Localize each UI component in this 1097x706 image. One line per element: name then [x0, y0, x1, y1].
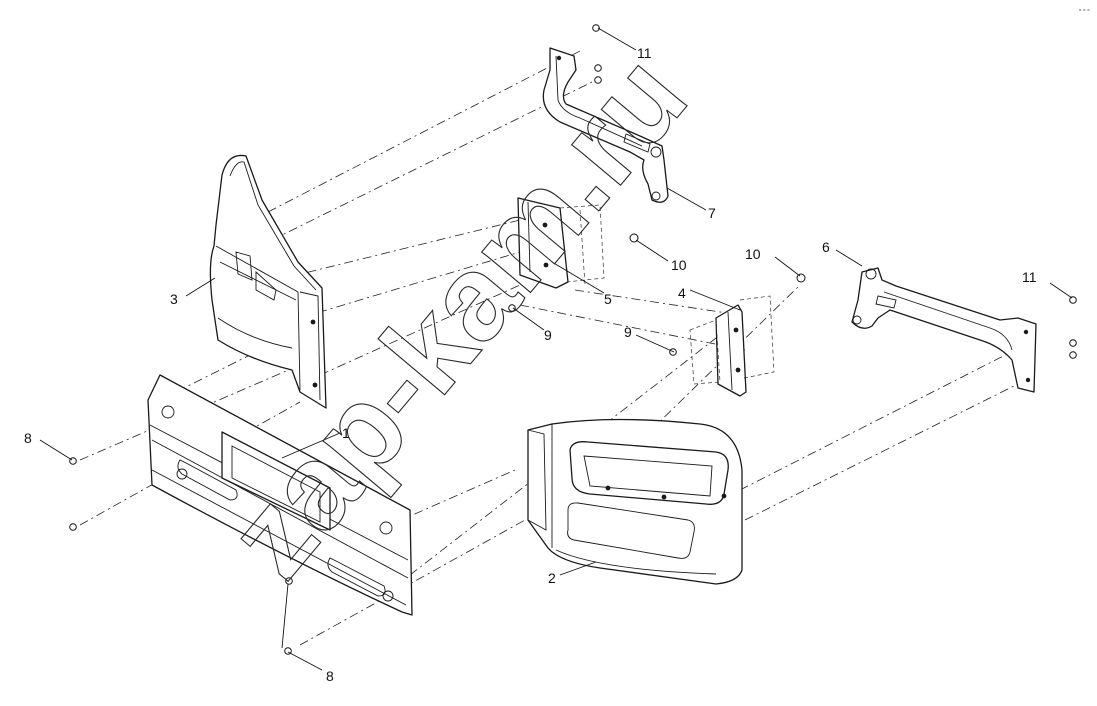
callout-6: 6: [822, 239, 830, 255]
callout-1: 1: [342, 425, 350, 441]
fasteners: [69, 24, 1077, 655]
callout-7: 7: [708, 205, 716, 221]
bolt-11-right-b: [1069, 339, 1077, 347]
nut-10-right: [796, 273, 806, 283]
bolt-8-left-b: [69, 523, 77, 531]
bolt-11-right-c: [1069, 351, 1077, 359]
bolt-11-top-c: [594, 76, 602, 84]
part-2-right-corner-panel: [527, 418, 743, 585]
callout-8-bottom: 8: [326, 668, 334, 684]
bolt-11-right-a: [1069, 296, 1077, 304]
leader-lines: [39, 27, 1073, 671]
part-6-right-support-arm: [851, 267, 1037, 393]
part-5-left-bracket: [517, 197, 605, 289]
part-4-right-bracket: [689, 295, 775, 397]
part-7-upper-support-arm: [542, 47, 669, 203]
callout-9-right: 9: [624, 324, 632, 340]
callout-10-left: 10: [671, 257, 687, 273]
callout-labels: 1 2 3 4 5 6 7 8 8 9 9 10 10 11 11: [24, 45, 1037, 684]
corner-mark: °°°: [1078, 8, 1091, 17]
callout-11-top: 11: [637, 45, 652, 61]
bolt-11-top-a: [592, 24, 600, 32]
callout-9-left: 9: [544, 327, 552, 343]
callout-5: 5: [604, 291, 612, 307]
bolt-8-bottom-a: [285, 577, 293, 585]
callout-2: 2: [548, 570, 556, 586]
callout-4: 4: [678, 285, 686, 301]
part-3-left-corner-panel: [209, 154, 327, 409]
bolt-11-top-b: [594, 64, 602, 72]
callout-10-right: 10: [745, 246, 761, 262]
callout-11-right: 11: [1022, 269, 1037, 285]
bolt-9-left: [508, 304, 516, 312]
callout-3: 3: [170, 291, 178, 307]
callout-8-left: 8: [24, 430, 32, 446]
part-1-front-panel: [147, 374, 413, 616]
